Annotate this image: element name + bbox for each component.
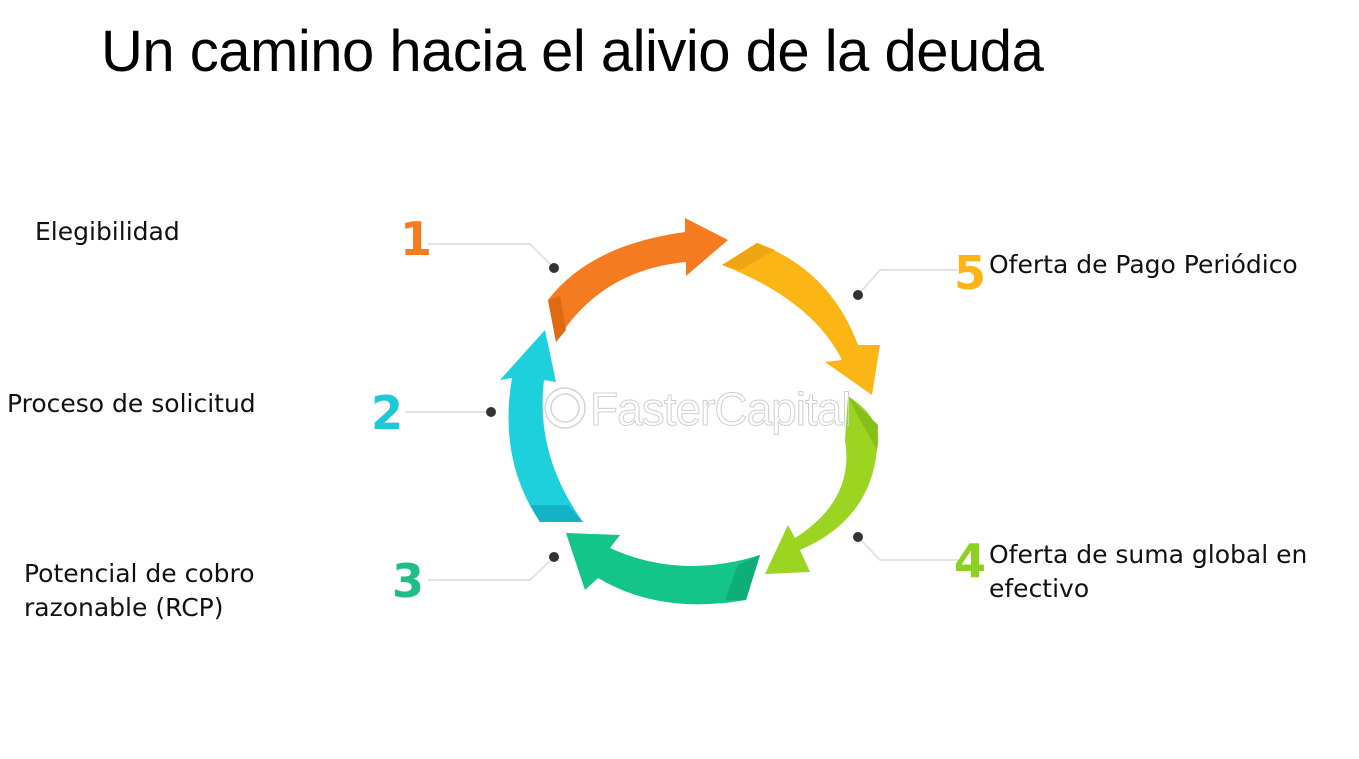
step-4-label-line-2: efectivo bbox=[989, 574, 1090, 603]
step-2-label: Proceso de solicitud bbox=[7, 389, 256, 418]
step-4-label-line-1: Oferta de suma global en bbox=[989, 540, 1308, 569]
arrow-step-3 bbox=[566, 533, 760, 605]
step-5-label: Oferta de Pago Periódico bbox=[989, 250, 1298, 279]
step-5-number: 5 bbox=[954, 246, 987, 300]
arrow-step-2 bbox=[500, 330, 583, 522]
page-title: Un camino hacia el alivio de la deuda bbox=[101, 19, 1044, 84]
step-4-number: 4 bbox=[954, 534, 987, 588]
watermark-text: FasterCapital bbox=[590, 383, 853, 436]
arrow-step-4 bbox=[765, 396, 879, 574]
step-3-label-line-2: razonable (RCP) bbox=[24, 593, 224, 622]
step-1-number: 1 bbox=[400, 212, 433, 266]
connector-dots bbox=[486, 263, 863, 562]
watermark-gear-icon bbox=[544, 387, 586, 429]
step-3-label-line-1: Potencial de cobro bbox=[24, 559, 255, 588]
step-1-label: Elegibilidad bbox=[35, 217, 180, 246]
step-2-number: 2 bbox=[371, 386, 404, 440]
connector-lines bbox=[405, 243, 958, 581]
arrow-step-1 bbox=[548, 218, 728, 342]
step-3-number: 3 bbox=[392, 554, 425, 608]
arrow-step-5 bbox=[722, 243, 880, 395]
step-4-label: Oferta de suma global en efectivo bbox=[989, 538, 1307, 606]
step-3-label: Potencial de cobro razonable (RCP) bbox=[24, 557, 255, 625]
